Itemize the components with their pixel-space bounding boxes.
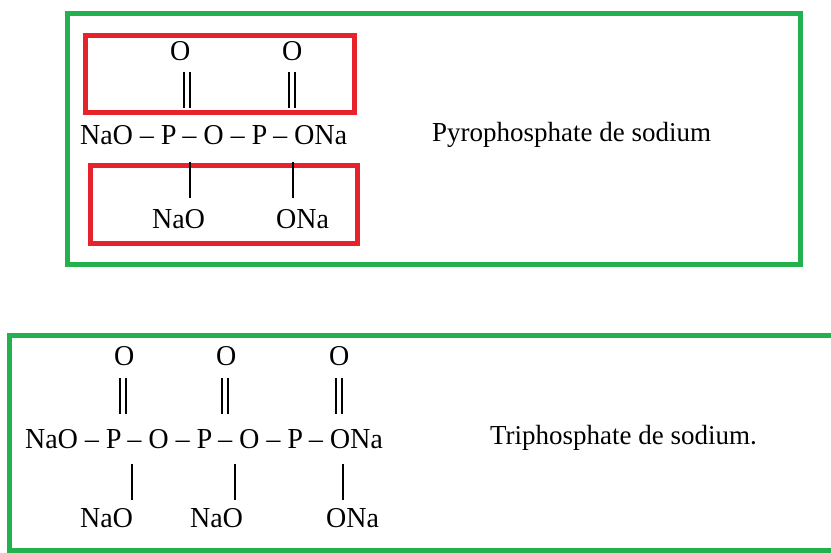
tri-double-bond-2 [221, 378, 229, 414]
pyro-single-bond-2 [292, 162, 294, 198]
tri-substituent-1: NaO [80, 503, 133, 534]
pyro-substituent-2: ONa [276, 204, 329, 235]
bottom-substituent-highlight [88, 163, 360, 246]
tri-chain: NaO – P – O – P – O – P – ONa [25, 424, 383, 455]
pyro-double-bond-2 [288, 72, 296, 108]
top-oxygen-highlight [83, 33, 357, 115]
tri-oxygen-1: O [114, 341, 135, 372]
pyro-double-bond-1 [183, 72, 191, 108]
tri-double-bond-3 [335, 378, 343, 414]
tri-substituent-3: ONa [326, 503, 379, 534]
pyro-substituent-1: NaO [152, 204, 205, 235]
tri-oxygen-2: O [216, 341, 237, 372]
tri-oxygen-3: O [329, 341, 350, 372]
pyro-single-bond-1 [189, 162, 191, 198]
pyro-oxygen-2: O [282, 36, 303, 67]
tri-single-bond-3 [342, 464, 344, 500]
pyro-chain: NaO – P – O – P – ONa [80, 120, 348, 151]
pyro-oxygen-1: O [170, 36, 191, 67]
tri-double-bond-1 [119, 378, 127, 414]
tri-substituent-2: NaO [190, 503, 243, 534]
pyrophosphate-frame [65, 11, 803, 267]
tri-name: Triphosphate de sodium. [490, 420, 757, 450]
pyro-name: Pyrophosphate de sodium [432, 117, 711, 147]
tri-single-bond-2 [234, 464, 236, 500]
tri-single-bond-1 [131, 464, 133, 500]
